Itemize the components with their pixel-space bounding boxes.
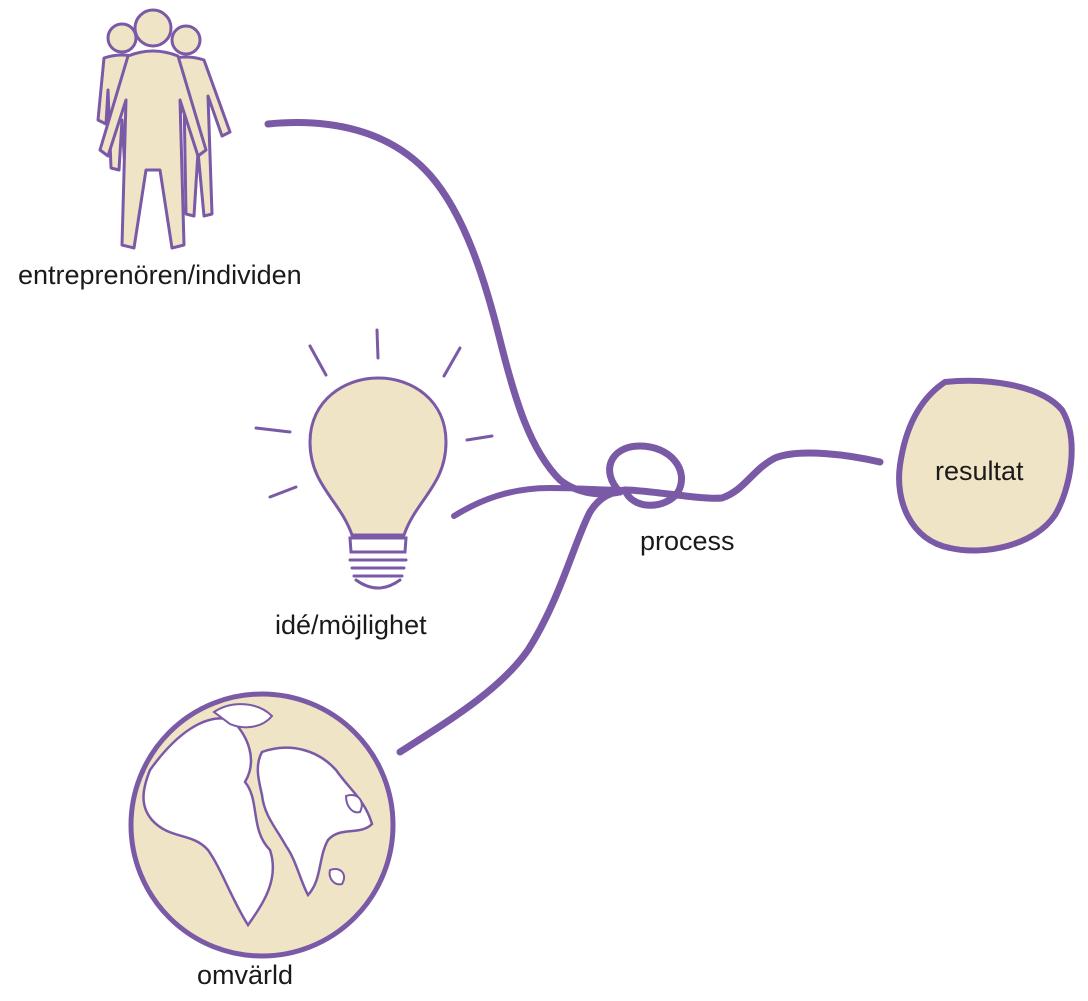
globe-icon: [128, 691, 396, 959]
label-result: resultat: [935, 456, 1024, 486]
result-blob: [896, 377, 1075, 554]
label-idea: idé/möjlighet: [275, 610, 427, 640]
process-loop: [606, 442, 884, 509]
edge-idea-process: [451, 485, 628, 519]
edge-world-process: [396, 486, 629, 756]
label-process: process: [640, 526, 735, 556]
label-individual: entreprenören/individen: [18, 260, 302, 290]
lightbulb-icon: [254, 328, 494, 590]
people-icon: [96, 8, 232, 250]
edge-individual-process: [264, 119, 624, 498]
label-world: omvärld: [197, 960, 294, 990]
